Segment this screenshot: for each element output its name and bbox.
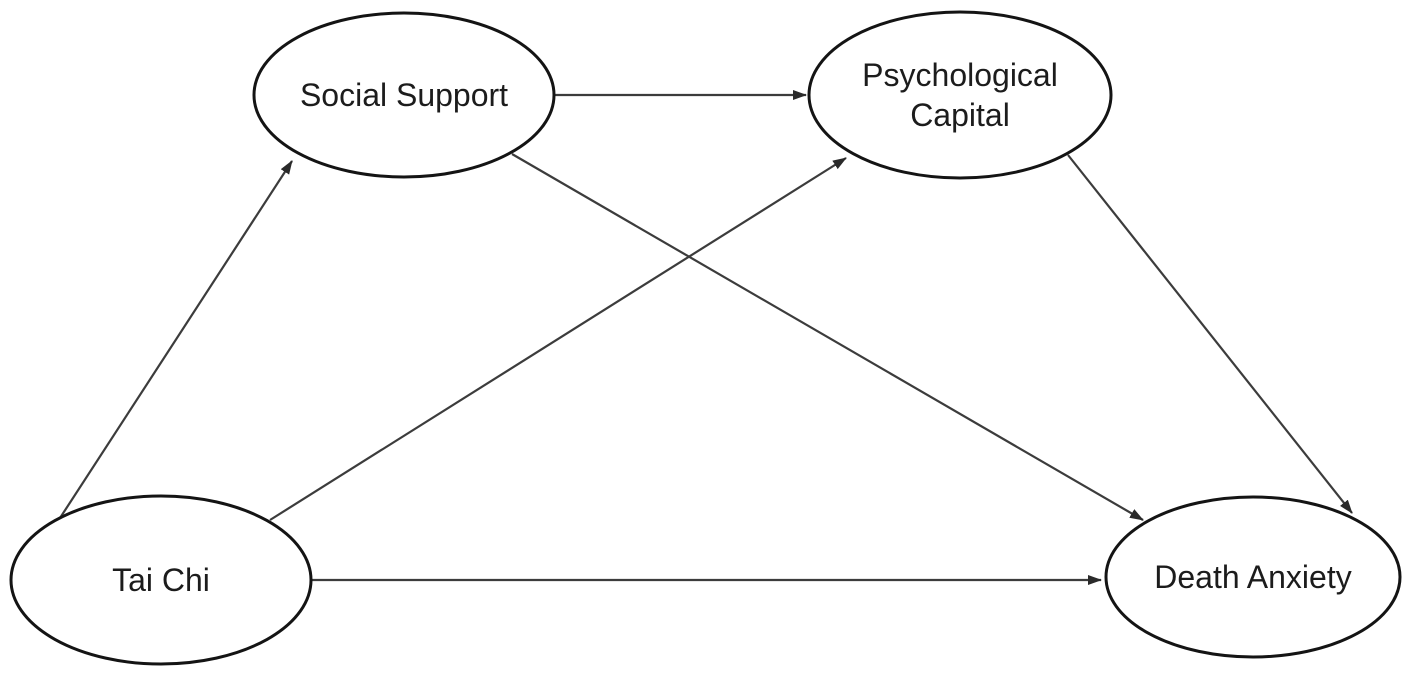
edge-social-support-to-death-anxiety — [511, 153, 1144, 521]
edge-tai-chi-to-social-support — [59, 160, 293, 519]
edge-tai-chi-to-psychological-capital — [269, 157, 847, 521]
edge-psychological-capital-to-death-anxiety — [1067, 154, 1353, 514]
node-psychological-capital — [807, 10, 1113, 180]
node-tai-chi — [9, 494, 313, 666]
node-death-anxiety — [1104, 495, 1402, 659]
node-social-support — [252, 11, 556, 179]
